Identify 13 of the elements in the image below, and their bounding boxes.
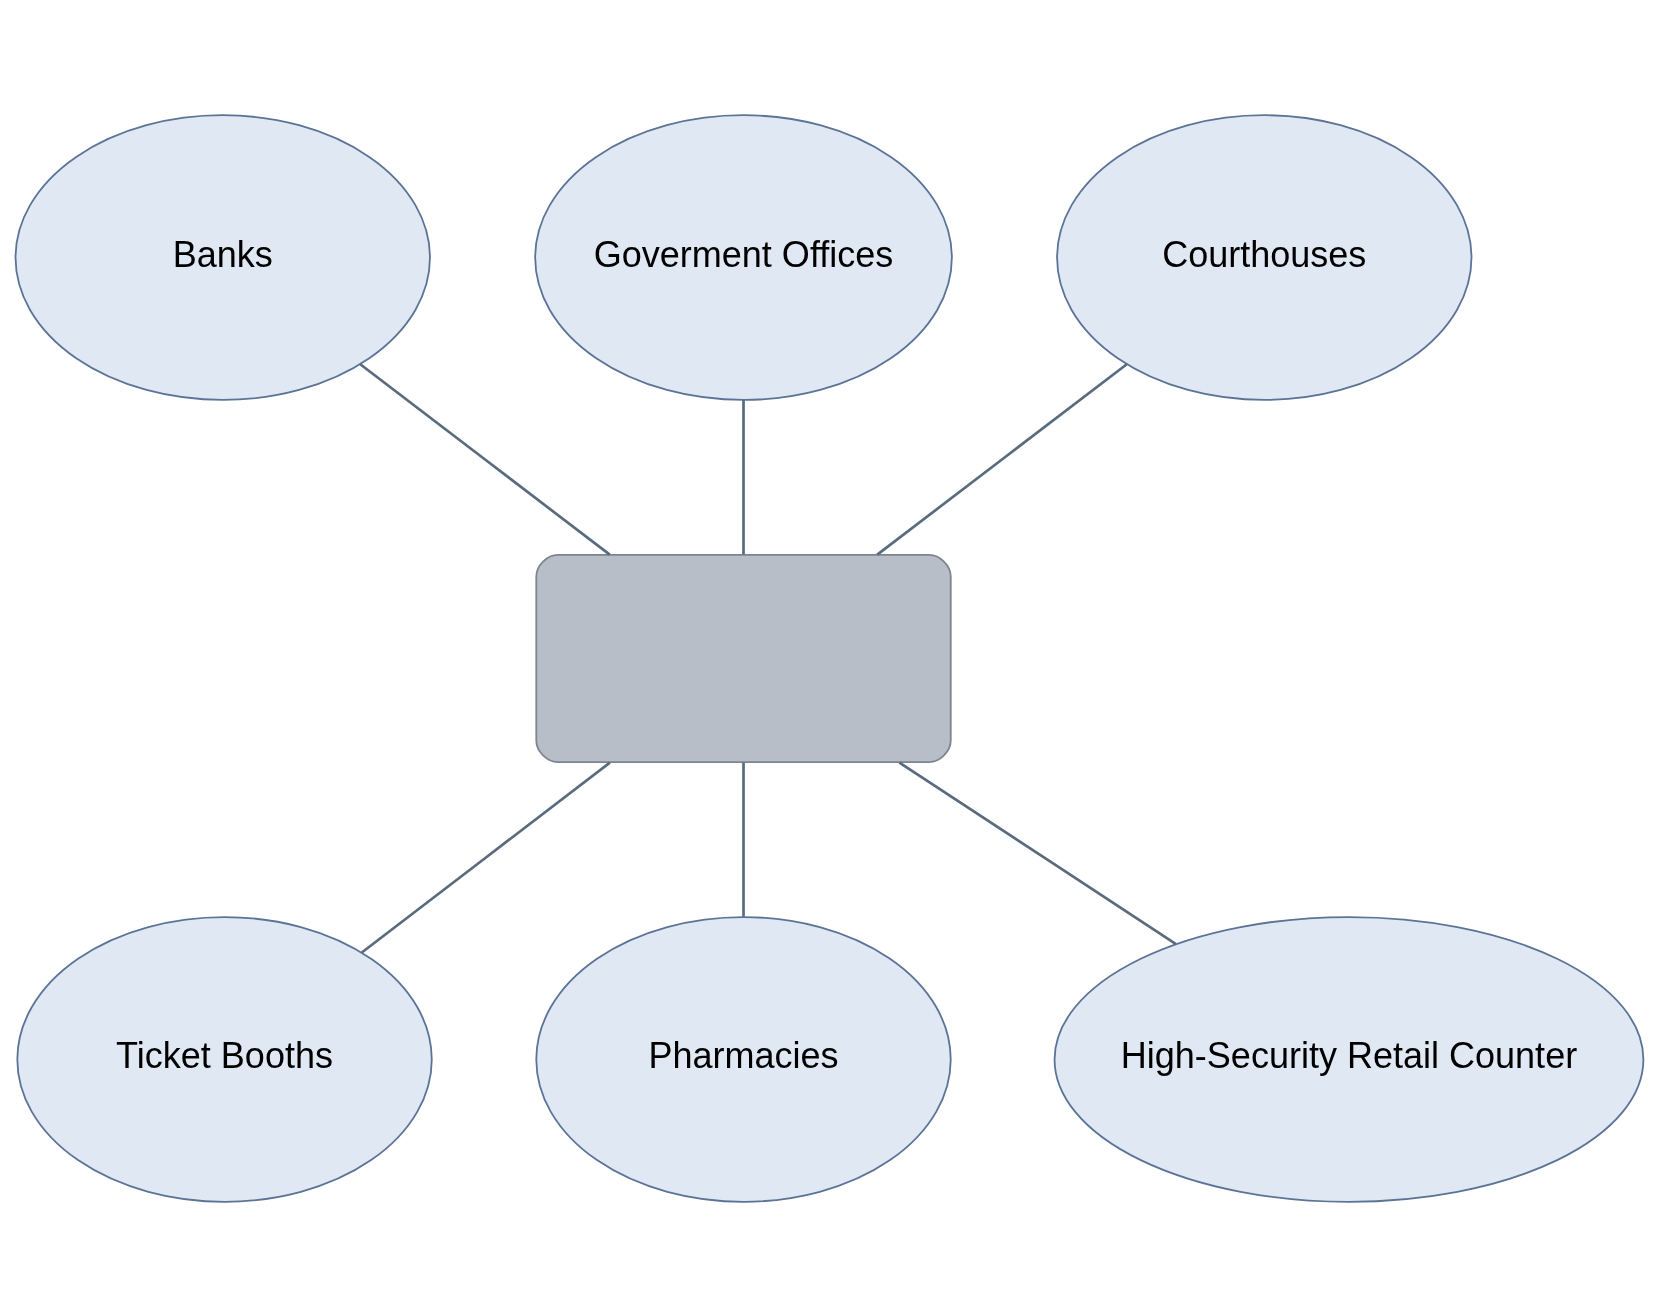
connector (359, 362, 611, 556)
connector (742, 762, 745, 917)
connector (898, 761, 1177, 945)
connector (876, 362, 1128, 556)
node-ellipse: Banks (14, 113, 431, 401)
node-box (535, 553, 952, 763)
connector (742, 399, 745, 554)
node-ellipse: Goverment Offices (534, 113, 953, 401)
node-ellipse: High-Security Retail Counter (1053, 915, 1645, 1203)
node-ellipse: Pharmacies (535, 915, 952, 1203)
node-ellipse: Courthouses (1056, 113, 1473, 401)
node-ellipse: Ticket Booths (16, 915, 433, 1203)
connector (361, 761, 611, 954)
